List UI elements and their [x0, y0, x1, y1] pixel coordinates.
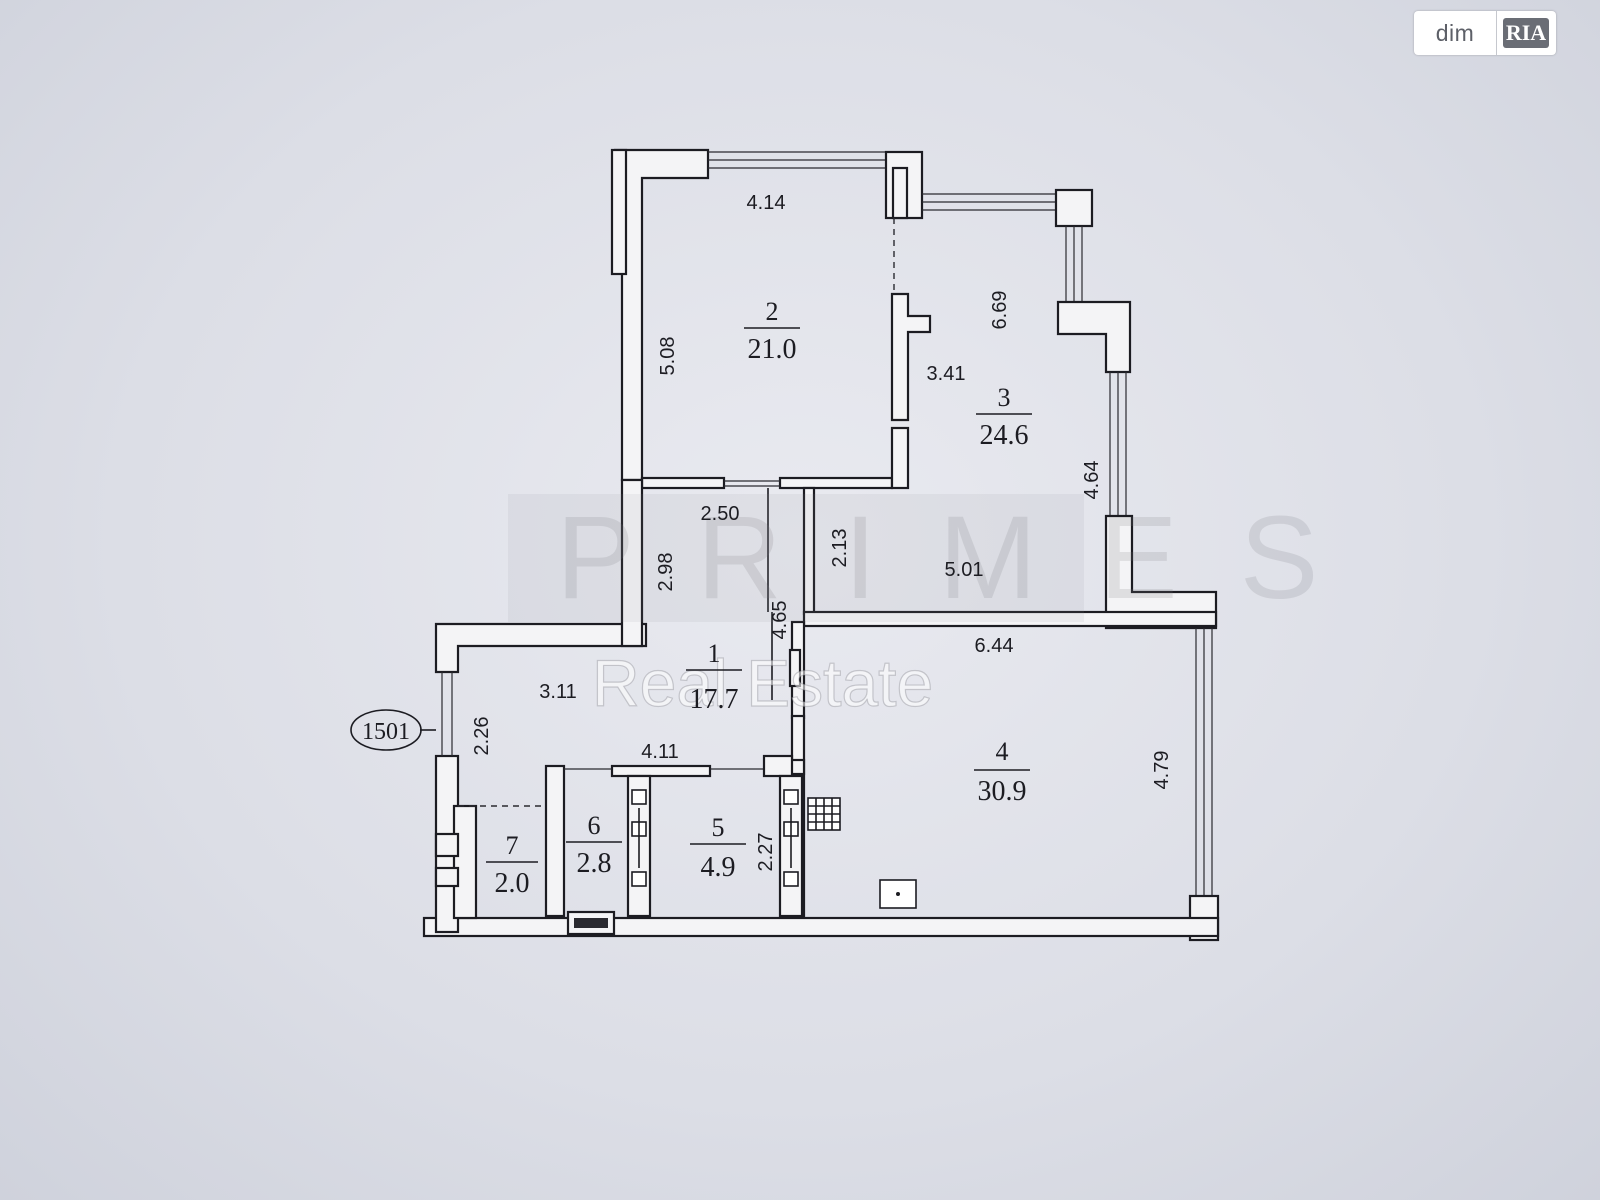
room-1-area: 17.7 [690, 684, 739, 715]
dim-hall-height: 2.98 [655, 553, 677, 592]
room-6-number: 6 [588, 811, 601, 840]
primes-watermark: PRIMES Real Estate [508, 492, 1380, 721]
room-7-area: 2.0 [495, 868, 530, 899]
logo-separator [1496, 11, 1497, 55]
dim-ria-logo: dim RIA [1414, 11, 1556, 55]
watermark-primes: PRIMES [556, 492, 1380, 624]
interior-walls [458, 218, 1218, 918]
room-2-area: 21.0 [748, 334, 797, 365]
room-7-number: 7 [506, 831, 519, 860]
dim-room3-bottom: 5.01 [945, 559, 984, 581]
logo-dim-text: dim [1435, 19, 1475, 46]
room-5-number: 5 [712, 813, 725, 842]
dim-hall-inner: 2.13 [829, 529, 851, 568]
room-5-area: 4.9 [701, 852, 736, 883]
room-labels: 2 21.0 3 24.6 1 17.7 4 30.9 5 4.9 6 2.8 … [486, 297, 1032, 899]
room-3-number: 3 [998, 383, 1011, 412]
room-6-area: 2.8 [577, 848, 612, 879]
dim-hall-side: 4.65 [769, 601, 791, 640]
dim-room3-side: 4.64 [1081, 461, 1103, 500]
apartment-tag: 1501 [350, 709, 436, 751]
apartment-number: 1501 [362, 719, 410, 745]
dimension-labels: 4.14 5.08 6.69 3.41 4.64 2.50 2.98 2.13 … [471, 192, 1173, 871]
room-4-area: 30.9 [978, 776, 1027, 807]
dim-room3-inner: 3.41 [927, 363, 966, 385]
dim-room4-width: 6.44 [975, 635, 1014, 657]
dim-room4-height: 4.79 [1151, 751, 1173, 790]
room-3-area: 24.6 [980, 420, 1029, 451]
watermark-real-estate: Real Estate [592, 646, 933, 720]
room-1-number: 1 [708, 639, 721, 668]
room-4-number: 4 [996, 737, 1009, 766]
room-2-number: 2 [766, 297, 779, 326]
dim-room5-height: 2.27 [755, 833, 777, 872]
dim-bath-width: 4.11 [641, 741, 678, 763]
dim-room1-width: 3.11 [539, 681, 576, 703]
dim-room2-width: 4.14 [747, 192, 786, 214]
walls [422, 148, 1220, 942]
dim-entry-height: 2.26 [471, 717, 493, 756]
dim-room3-depth: 6.69 [989, 291, 1011, 330]
dim-hall-width: 2.50 [701, 503, 740, 525]
dim-room2-height: 5.08 [657, 337, 679, 376]
logo-ria-mark: RIA [1503, 18, 1549, 48]
